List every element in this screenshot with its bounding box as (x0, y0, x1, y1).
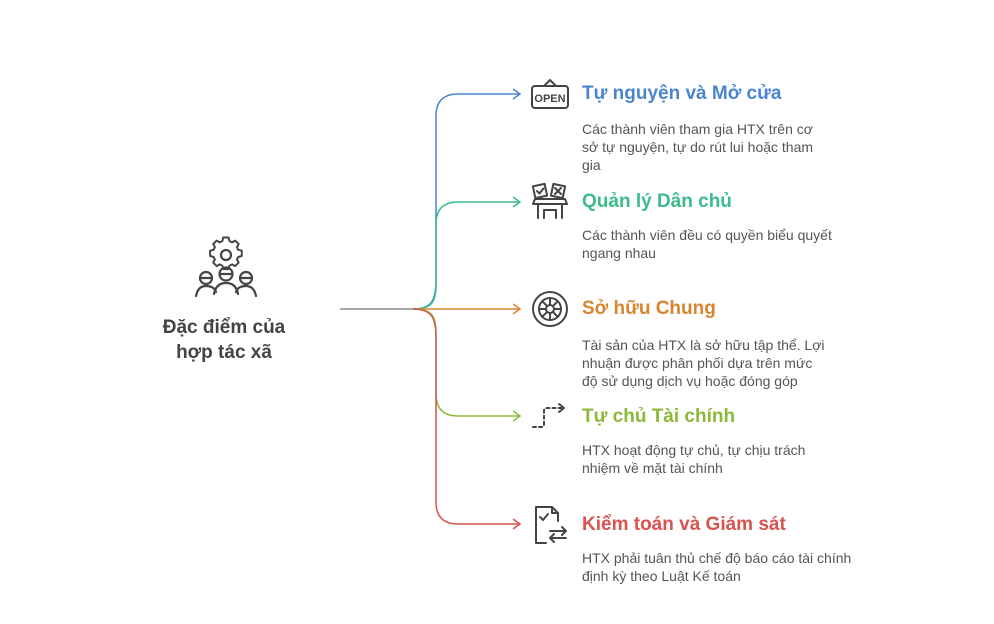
arrowhead-open (512, 88, 522, 100)
branch-connector-audit (412, 308, 520, 525)
desc-line: nhiệm về mặt tài chính (582, 460, 723, 476)
desc-line: Các thành viên đều có quyền biểu quyết (582, 227, 832, 243)
ballot-box-icon (531, 182, 568, 219)
branch-desc-open: Các thành viên tham gia HTX trên cơ sở t… (582, 120, 872, 174)
desc-line: HTX phải tuân thủ chế độ báo cáo tài chí… (582, 550, 852, 566)
arrowhead-ownership (512, 303, 522, 315)
branch-connector-democracy (412, 201, 520, 310)
branch-title-ownership: Sở hữu Chung (582, 298, 716, 319)
desc-line: sở tự nguyện, tự do rút lui hoặc tham (582, 139, 814, 155)
branch-desc-finance: HTX hoạt động tự chủ, tự chịu trách nhiệ… (582, 441, 872, 477)
arrowhead-finance (512, 410, 522, 422)
desc-line: HTX hoạt động tự chủ, tự chịu trách (582, 442, 806, 458)
desc-line: định kỳ theo Luật Kế toán (582, 568, 741, 584)
desc-line: Tài sản của HTX là sở hữu tập thể. Lợi (582, 337, 825, 353)
open-sign-text: OPEN (534, 93, 565, 105)
branch-title-audit: Kiểm toán và Giám sát (582, 514, 786, 535)
arrowhead-democracy (512, 196, 522, 208)
desc-line: Các thành viên tham gia HTX trên cơ (582, 121, 813, 137)
branch-title-open: Tự nguyện và Mở cửa (582, 83, 782, 104)
dashed-arrow-icon (532, 403, 565, 428)
cooperative-gear-people-icon (194, 236, 258, 298)
audit-document-icon (535, 506, 567, 544)
desc-line: ngang nhau (582, 245, 656, 261)
arrowhead-audit (512, 518, 522, 530)
desc-line: độ sử dụng dịch vụ hoặc đóng góp (582, 373, 798, 389)
desc-line: gia (582, 157, 601, 173)
open-sign-icon: OPEN (531, 78, 569, 109)
branch-desc-audit: HTX phải tuân thủ chế độ báo cáo tài chí… (582, 549, 872, 585)
branch-title-democracy: Quản lý Dân chủ (582, 191, 732, 212)
root-title: Đặc điểm của hợp tác xã (140, 315, 308, 365)
desc-line: nhuận được phân phối dựa trên mức (582, 355, 813, 371)
branch-desc-ownership: Tài sản của HTX là sở hữu tập thể. Lợi n… (582, 336, 872, 390)
branch-title-finance: Tự chủ Tài chính (582, 406, 736, 427)
root-title-line-1: Đặc điểm của (162, 317, 286, 338)
branch-connector-finance (412, 308, 520, 417)
shared-wheel-icon (532, 291, 568, 327)
root-title-line-2: hợp tác xã (176, 342, 272, 363)
branch-desc-democracy: Các thành viên đều có quyền biểu quyết n… (582, 226, 872, 262)
